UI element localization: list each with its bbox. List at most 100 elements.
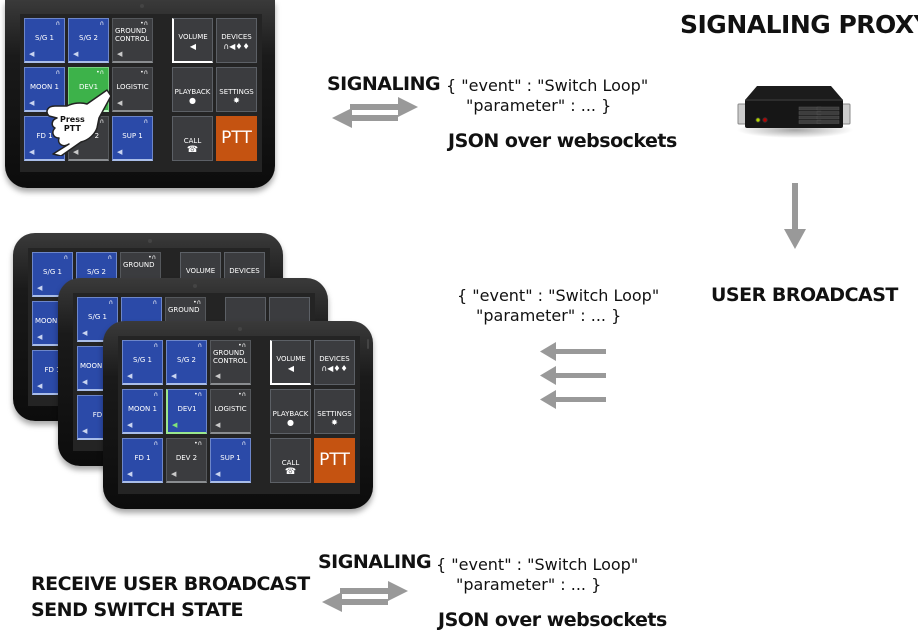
speaker-icon: ◀ bbox=[29, 99, 35, 107]
camera bbox=[148, 239, 152, 243]
gear-icon: ✸ bbox=[331, 418, 338, 427]
volume-button[interactable]: VOLUME◀ bbox=[172, 18, 213, 63]
loop-tile-sup1[interactable]: ∩SUP 1◀ bbox=[112, 116, 153, 161]
speaker-icon: ◀ bbox=[127, 372, 133, 380]
talk-headset-icon: •∩ bbox=[96, 69, 104, 76]
top-signaling-label: SIGNALING bbox=[327, 73, 441, 95]
top-json-line-1: { "event" : "Switch Loop" bbox=[446, 76, 649, 95]
broadcast-json-line-1: { "event" : "Switch Loop" bbox=[457, 286, 660, 305]
talk-headset-icon: •∩ bbox=[140, 69, 148, 76]
camera bbox=[193, 284, 197, 288]
speaker-icon: ◀ bbox=[127, 470, 133, 478]
send-switch-state-caption: SEND SWITCH STATE bbox=[31, 599, 243, 621]
playback-button[interactable]: PLAYBACK● bbox=[172, 67, 213, 112]
loop-tile-sg2[interactable]: ∩S/G 2◀ bbox=[68, 18, 109, 63]
loop-tile-fd1[interactable]: ∩FD 1◀ bbox=[122, 438, 163, 483]
down-arrow-icon bbox=[784, 183, 806, 249]
headset-icon: ∩ bbox=[99, 20, 104, 27]
talk-headset-icon: •∩ bbox=[194, 391, 202, 398]
loop-tile-sup1[interactable]: ∩SUP 1◀ bbox=[210, 438, 251, 483]
speaker-active-icon: ◀ bbox=[172, 421, 178, 429]
speaker-icon: ◀ bbox=[29, 148, 35, 156]
devices-icon: ∩◀♦♦ bbox=[223, 42, 250, 51]
headset-icon: ∩ bbox=[55, 69, 60, 76]
call-button[interactable]: CALL☎ bbox=[172, 116, 213, 161]
ptt-button[interactable]: PTT bbox=[216, 116, 257, 161]
speaker-icon: ◀ bbox=[29, 50, 35, 58]
devices-button[interactable]: DEVICES∩◀♦♦ bbox=[216, 18, 257, 63]
speaker-icon: ◀ bbox=[127, 421, 133, 429]
devices-button[interactable]: DEVICES∩◀♦♦ bbox=[314, 340, 355, 385]
speaker-icon: ◀ bbox=[287, 364, 295, 373]
user-broadcast-label: USER BROADCAST bbox=[711, 284, 898, 306]
speaker-icon: ◀ bbox=[37, 333, 43, 341]
playback-icon: ● bbox=[189, 96, 196, 105]
headset-icon: ∩ bbox=[241, 440, 246, 447]
phone-icon: ☎ bbox=[186, 145, 199, 155]
devices-icon: ∩◀♦♦ bbox=[321, 364, 348, 373]
volume-button[interactable]: VOLUME◀ bbox=[270, 340, 311, 385]
talk-headset-icon: •∩ bbox=[238, 391, 246, 398]
speaker-icon: ◀ bbox=[171, 470, 177, 478]
camera bbox=[140, 4, 144, 8]
signaling-proxy-title: SIGNALING PROXY bbox=[680, 10, 918, 39]
speaker-icon: ◀ bbox=[73, 148, 79, 156]
bottom-json-line-1: { "event" : "Switch Loop" bbox=[436, 555, 639, 574]
pointing-hand-icon bbox=[46, 89, 112, 156]
headset-icon: ∩ bbox=[143, 118, 148, 125]
loop-tile-moon1[interactable]: ∩MOON 1◀ bbox=[24, 67, 65, 112]
speaker-icon: ◀ bbox=[215, 470, 221, 478]
headset-icon: ∩ bbox=[108, 299, 113, 306]
loop-tile-moon1[interactable]: ∩MOON 1◀ bbox=[122, 389, 163, 434]
headset-icon: ∩ bbox=[197, 342, 202, 349]
loop-tile-dev1[interactable]: •∩DEV1◀ bbox=[166, 389, 207, 434]
headset-icon: ∩ bbox=[63, 254, 68, 261]
ptt-button[interactable]: PTT bbox=[314, 438, 355, 483]
bottom-bidirectional-arrow-icon bbox=[322, 581, 408, 612]
speaker-icon: ◀ bbox=[82, 378, 88, 386]
loop-tile-sg1[interactable]: ∩S/G 1◀ bbox=[122, 340, 163, 385]
broadcast-arrows-icon bbox=[540, 342, 606, 409]
loop-tile-sg1[interactable]: ∩S/G 1◀ bbox=[24, 18, 65, 63]
headset-icon: ∩ bbox=[153, 440, 158, 447]
loop-tile-logistic[interactable]: •∩LOGISTIC◀ bbox=[210, 389, 251, 434]
talk-headset-icon: •∩ bbox=[193, 299, 201, 306]
settings-button[interactable]: SETTINGS✸ bbox=[314, 389, 355, 434]
speaker-icon: ◀ bbox=[82, 329, 88, 337]
bottom-transport-label: JSON over websockets bbox=[438, 609, 667, 631]
headset-icon: ∩ bbox=[153, 391, 158, 398]
talk-headset-icon: •∩ bbox=[238, 342, 246, 349]
receive-broadcast-caption: RECEIVE USER BROADCAST bbox=[31, 573, 310, 595]
speaker-icon: ◀ bbox=[171, 372, 177, 380]
speaker-icon: ◀ bbox=[117, 99, 123, 107]
speaker-icon: ◀ bbox=[73, 50, 79, 58]
side-button bbox=[367, 339, 369, 349]
loop-tile-dev2[interactable]: •∩DEV 2◀ bbox=[166, 438, 207, 483]
speaker-icon: ◀ bbox=[37, 382, 43, 390]
server-icon bbox=[737, 86, 853, 138]
headset-icon: ∩ bbox=[153, 342, 158, 349]
bottom-json-line-2: "parameter" : ... } bbox=[456, 575, 602, 594]
talk-headset-icon: •∩ bbox=[194, 440, 202, 447]
top-bidirectional-arrow-icon bbox=[332, 97, 418, 128]
settings-button[interactable]: SETTINGS✸ bbox=[216, 67, 257, 112]
gear-icon: ✸ bbox=[233, 96, 240, 105]
playback-button[interactable]: PLAYBACK● bbox=[270, 389, 311, 434]
loop-tile-sg2[interactable]: ∩S/G 2◀ bbox=[166, 340, 207, 385]
speaker-icon: ◀ bbox=[215, 372, 221, 380]
headset-icon: ∩ bbox=[55, 20, 60, 27]
broadcast-json-line-2: "parameter" : ... } bbox=[476, 306, 622, 325]
call-button[interactable]: CALL☎ bbox=[270, 438, 311, 483]
talk-headset-icon: •∩ bbox=[96, 118, 104, 125]
loop-tile-logistic[interactable]: •∩LOGISTIC◀ bbox=[112, 67, 153, 112]
speaker-icon: ◀ bbox=[82, 427, 88, 435]
speaker-icon: ◀ bbox=[117, 148, 123, 156]
speaker-icon: ◀ bbox=[37, 284, 43, 292]
headset-icon: ∩ bbox=[152, 299, 157, 306]
